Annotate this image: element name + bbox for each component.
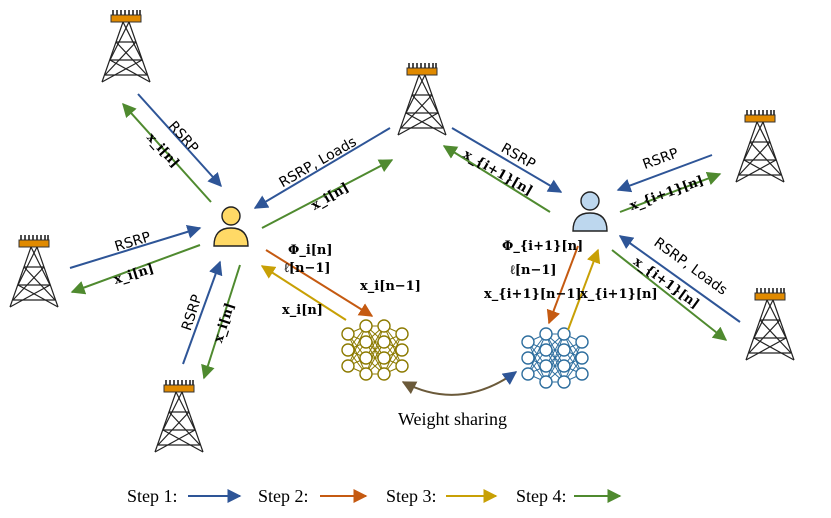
network-node: [557, 359, 571, 373]
cell-tower-icon: [397, 62, 447, 136]
network-node: [359, 319, 373, 333]
step2-arrow: [546, 245, 579, 325]
network-node: [341, 343, 355, 357]
network-node: [521, 351, 535, 365]
network-node: [575, 351, 589, 365]
network-node: [557, 375, 571, 389]
step3-arrow: [567, 248, 601, 331]
step4-arrow: [611, 249, 728, 341]
network-node: [377, 367, 391, 381]
network-node: [521, 335, 535, 349]
step4-arrow: [201, 264, 241, 380]
network-node: [341, 327, 355, 341]
network-node: [539, 359, 553, 373]
ell-label: ℓ[n−1]: [283, 261, 331, 276]
phi-i1-label: Φ_{i+1}[n]: [502, 239, 583, 254]
neural-network-icon: [521, 327, 589, 389]
network-node: [395, 327, 409, 341]
step1-arrow: [69, 225, 202, 269]
network-node: [377, 319, 391, 333]
network-node: [377, 351, 391, 365]
step4-arrow: [442, 145, 551, 213]
network-node: [575, 367, 589, 381]
step1-arrow: [618, 235, 741, 323]
legend-label: Step 4:: [516, 486, 567, 506]
cell-tower-icon: [101, 9, 151, 83]
legend-label: Step 2:: [258, 486, 309, 506]
step1-arrow: [253, 127, 391, 209]
xi1-label: x_{i+1}[n]: [580, 287, 658, 302]
cell-tower-icon: [735, 109, 785, 183]
legend-label: Step 1:: [127, 486, 178, 506]
network-node: [557, 327, 571, 341]
cell-tower-icon: [9, 234, 59, 308]
cell-tower-icon: [154, 379, 204, 453]
ell-label: ℓ[n−1]: [509, 263, 557, 278]
xi-label: x_i[n]: [282, 303, 323, 318]
xi-label: x_i[n]: [112, 261, 156, 287]
user-icon: [572, 191, 608, 232]
network-node: [359, 367, 373, 381]
network-node: [341, 359, 355, 373]
step3-arrow: [260, 265, 347, 321]
network-node: [539, 327, 553, 341]
network-node: [359, 351, 373, 365]
step1-arrow: [616, 154, 713, 193]
step4-arrow: [70, 244, 201, 295]
weight-sharing-arrow: [401, 371, 518, 396]
user-icon: [213, 206, 249, 247]
rsrp-label: RSRP: [113, 229, 153, 255]
xi-label: x_i[n]: [309, 180, 352, 213]
network-node: [539, 375, 553, 389]
step1-arrow: [182, 260, 223, 365]
xi1-label: x_{i+1}[n]: [628, 173, 706, 214]
xi1-prev-label: x_{i+1}[n−1]: [484, 287, 582, 302]
legend-label: Step 3:: [386, 486, 437, 506]
step4-arrow: [261, 159, 394, 229]
weight-sharing-label: Weight sharing: [398, 409, 507, 429]
network-node: [521, 367, 535, 381]
step4-arrow: [619, 171, 722, 213]
cell-tower-icon: [745, 287, 795, 361]
network-node: [539, 343, 553, 357]
network-node: [395, 359, 409, 373]
network-node: [557, 343, 571, 357]
network-node: [395, 343, 409, 357]
xi-label: x_i[n]: [211, 301, 238, 345]
step1-arrow: [451, 127, 563, 193]
step2-arrow: [265, 249, 374, 317]
step1-arrow: [137, 93, 222, 188]
network-node: [359, 335, 373, 349]
network-node: [377, 335, 391, 349]
legend: Step 1: Step 2: Step 3: Step 4:: [127, 486, 622, 506]
xi-prev-label: x_i[n−1]: [360, 279, 421, 294]
neural-network-icon: [341, 319, 409, 381]
phi-i-label: Φ_i[n]: [288, 243, 333, 258]
step4-arrow: [122, 102, 212, 203]
network-node: [575, 335, 589, 349]
